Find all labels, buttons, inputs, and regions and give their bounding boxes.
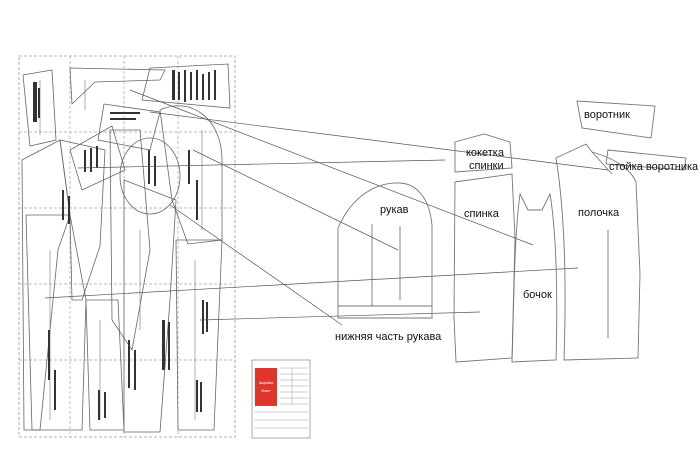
layout-piece-collar (22, 69, 57, 147)
layout-piece-upper-collar (69, 67, 166, 105)
layout-piece-yoke (69, 125, 126, 191)
piece-labels: воротник кокетка спинки стойка воротника… (335, 109, 699, 343)
label-polochka: полочка (578, 207, 620, 219)
label-stoika: стойка воротника (609, 161, 699, 173)
layout-piece-sleeve (159, 105, 223, 245)
pointer-polochka (44, 267, 579, 299)
label-koketka-line1: кокетка (466, 147, 505, 159)
layout-piece-front-left (21, 139, 71, 431)
piece-back (453, 173, 516, 363)
pointer-nizhnyaya (169, 204, 343, 326)
label-spinka: спинка (464, 208, 500, 220)
sheet-border (18, 55, 236, 438)
label-vorotnik: воротник (584, 109, 630, 121)
stamp-brand-block (255, 368, 277, 406)
print-layout-sheet (18, 55, 236, 438)
pointer-stoika (149, 111, 609, 171)
stamp-brand-line2: Жакет (261, 389, 271, 393)
layout-piece-undersleeve (175, 239, 223, 431)
label-bochok: бочок (523, 289, 552, 301)
pointer-koketka (77, 159, 446, 169)
piece-back-yoke (454, 133, 513, 173)
layout-piece-stand (97, 103, 161, 151)
label-koketka-line2: спинки (469, 160, 504, 172)
pointer-rukav (192, 149, 399, 251)
piece-collar (576, 100, 656, 139)
layout-piece-back (123, 179, 177, 433)
assembled-pieces (337, 100, 687, 363)
layout-print-text (33, 70, 216, 420)
pointer-spinka (129, 89, 534, 246)
stamp-table-lines (255, 367, 308, 429)
label-rukav: рукав (380, 204, 409, 216)
layout-piece-oval (119, 137, 181, 215)
layout-piece-label-block (141, 63, 231, 109)
piece-side-panel (511, 192, 558, 363)
layout-piece-lapel (109, 129, 151, 352)
pointer-lines (44, 89, 609, 326)
layout-piece-sleeve-rot (59, 139, 106, 301)
piece-front (555, 143, 641, 361)
stamp-brand-line1: Выкройка (259, 381, 274, 385)
piece-sleeve (337, 182, 433, 307)
pointer-bochok (199, 311, 481, 321)
piece-collar-stand (605, 149, 687, 171)
label-nizhnyaya: нижняя часть рукава (335, 331, 442, 343)
title-stamp: Выкройка Жакет (251, 359, 311, 439)
front-shoulder-line (591, 151, 613, 175)
piece-undersleeve (337, 306, 433, 319)
